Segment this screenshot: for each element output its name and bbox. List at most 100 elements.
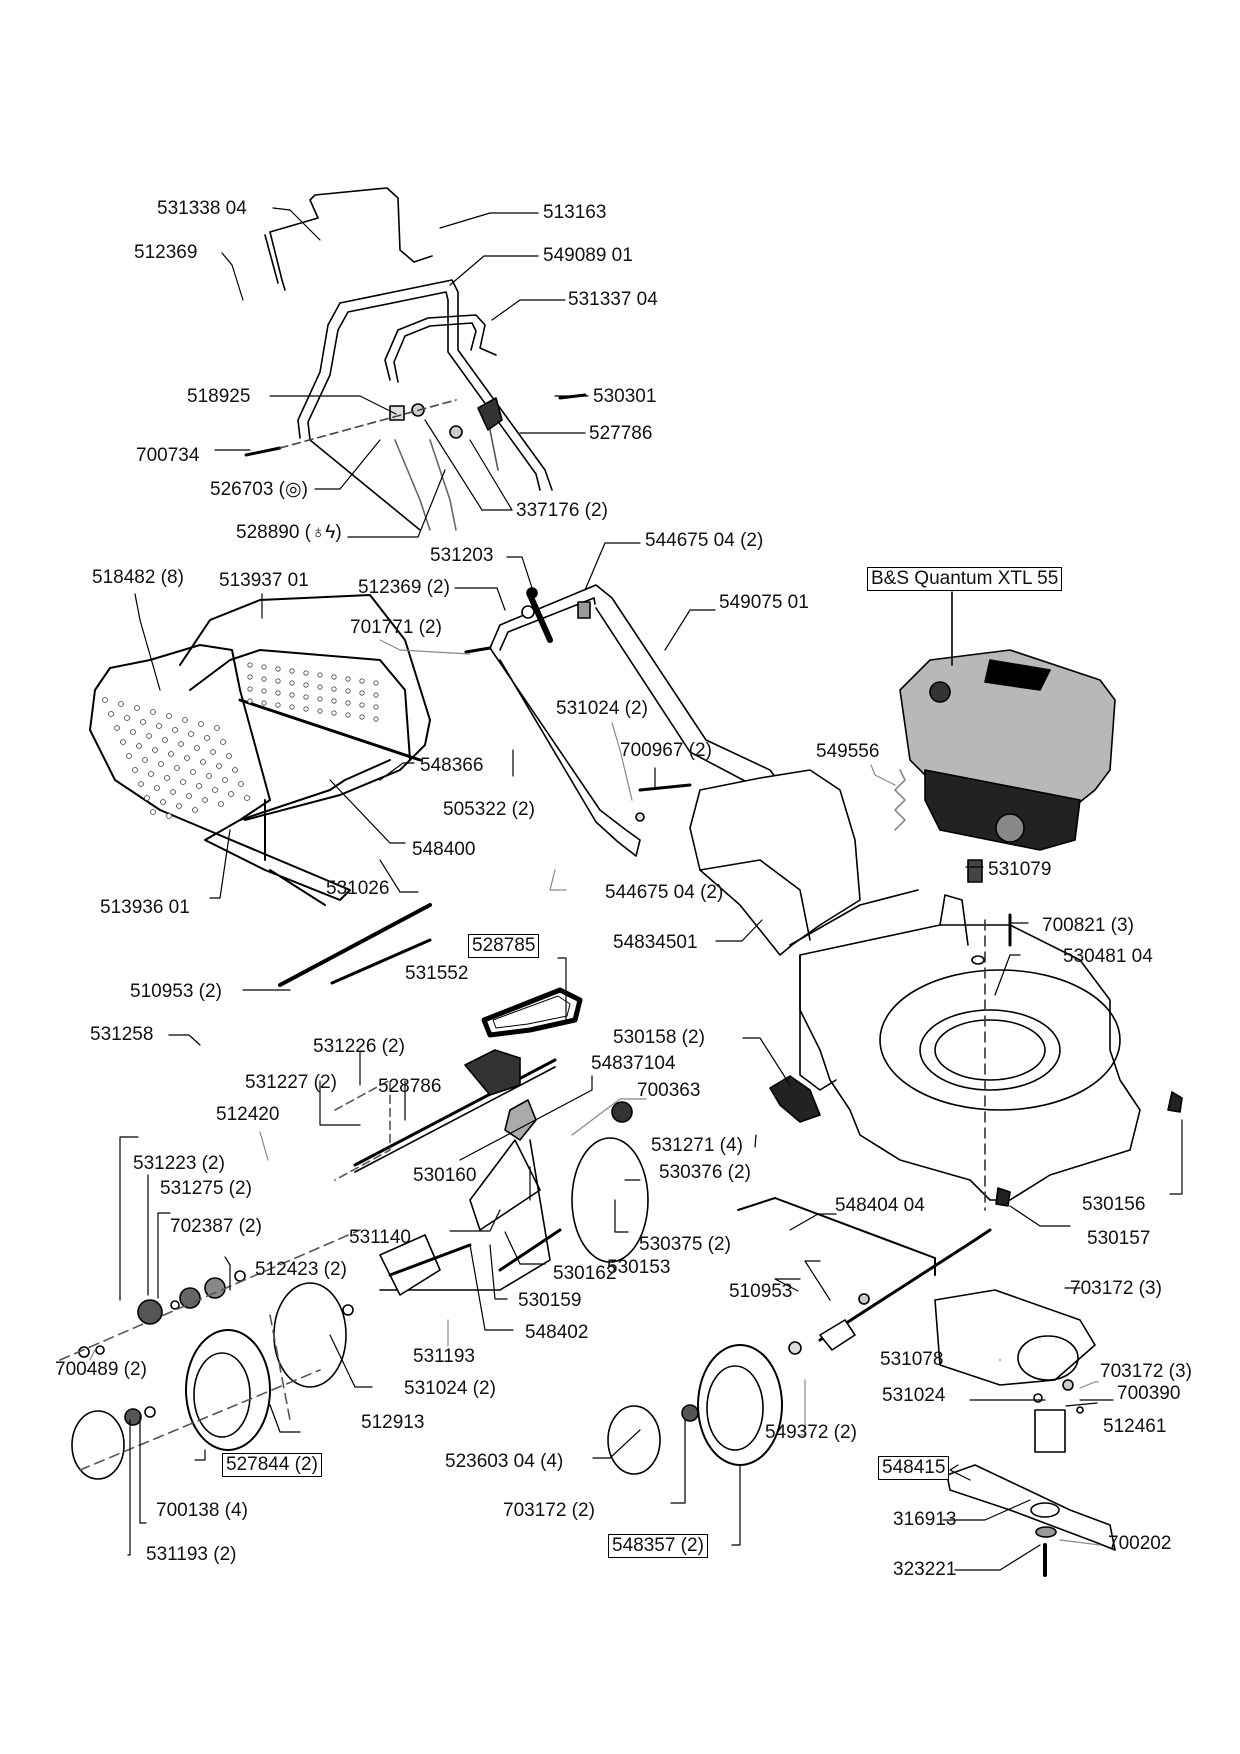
mesh-hole <box>303 706 309 712</box>
mesh-hole <box>150 809 156 815</box>
mesh-hole <box>138 781 144 787</box>
mesh-hole <box>166 813 172 819</box>
part-label: 531193 <box>413 1346 475 1367</box>
mesh-hole <box>126 753 132 759</box>
mesh-hole <box>184 755 190 761</box>
mesh-hole <box>202 797 208 803</box>
mesh-hole <box>158 761 164 767</box>
mesh-hole <box>359 714 365 720</box>
mesh-hole <box>120 739 126 745</box>
mesh-hole <box>331 698 337 704</box>
part-label: 531258 <box>90 1024 154 1045</box>
part-label: 548400 <box>412 839 476 860</box>
part-label: 512369 <box>134 242 198 263</box>
mesh-hole <box>359 678 365 684</box>
mesh-hole <box>114 725 120 731</box>
part-label: 531337 04 <box>568 289 658 310</box>
part-label: 523603 04 (4) <box>445 1451 564 1472</box>
mesh-hole <box>140 719 146 725</box>
part-label: 703172 (3) <box>1070 1278 1162 1299</box>
right-wheel-assembly <box>607 1341 802 1475</box>
mesh-hole <box>166 713 172 719</box>
part-label: 513936 01 <box>100 897 190 918</box>
mesh-hole <box>162 737 168 743</box>
mower-deck <box>799 894 1141 1211</box>
part-label: 531193 (2) <box>146 1544 237 1565</box>
part-label: 528786 <box>378 1076 442 1097</box>
part-label: 530301 <box>593 386 657 407</box>
mesh-hole <box>146 733 152 739</box>
mesh-hole <box>261 664 267 670</box>
engine-label: B&S Quantum XTL 55 <box>867 567 1063 591</box>
mesh-hole <box>216 763 222 769</box>
part-label: 512913 <box>361 1412 425 1433</box>
part-label-boxed: 528785 <box>468 934 540 958</box>
mesh-hole <box>331 710 337 716</box>
mesh-hole <box>212 787 218 793</box>
part-label: 531026 <box>326 878 390 899</box>
part-label: 544675 04 (2) <box>605 882 724 903</box>
mesh-hole <box>317 708 323 714</box>
part-label: 548366 <box>420 755 484 776</box>
part-label: 531140 <box>349 1227 411 1248</box>
part-label: 531227 (2) <box>245 1072 337 1093</box>
part-label: 510953 <box>729 1281 793 1302</box>
mesh-hole <box>194 745 200 751</box>
blade-assembly <box>934 1289 1116 1577</box>
part-label: 530157 <box>1087 1228 1151 1249</box>
height-adjuster <box>737 1197 992 1351</box>
part-label: 531275 (2) <box>160 1178 252 1199</box>
mesh-hole <box>218 801 224 807</box>
leader-lines <box>89 207 1183 1571</box>
mesh-hole <box>172 727 178 733</box>
mesh-hole <box>238 781 244 787</box>
mesh-hole <box>289 692 295 698</box>
part-label: 548404 04 <box>835 1195 925 1216</box>
part-label: 703172 (2) <box>503 1500 595 1521</box>
mesh-hole <box>275 702 281 708</box>
mesh-hole <box>317 696 323 702</box>
handle-549075 <box>464 584 786 857</box>
part-label: 700821 (3) <box>1042 915 1134 936</box>
mesh-hole <box>373 680 379 686</box>
part-label: 526703 (◎) <box>210 479 308 500</box>
part-label: 512420 <box>216 1104 280 1125</box>
clip-530158 <box>769 1075 821 1123</box>
part-label: 531078 <box>880 1349 944 1370</box>
part-label: 549556 <box>816 741 880 762</box>
mesh-hole <box>289 668 295 674</box>
part-label: 701771 (2) <box>350 617 442 638</box>
mesh-hole <box>345 712 351 718</box>
mesh-hole <box>178 741 184 747</box>
part-label: 531203 <box>430 545 494 566</box>
mesh-hole <box>289 704 295 710</box>
mesh-hole <box>148 771 154 777</box>
mesh-hole <box>160 799 166 805</box>
mesh-hole <box>261 688 267 694</box>
mesh-hole <box>275 678 281 684</box>
part-label: 531079 <box>988 859 1052 880</box>
part-label: 700202 <box>1108 1533 1172 1554</box>
part-label: 510953 (2) <box>130 981 222 1002</box>
mesh-hole <box>210 749 216 755</box>
part-label: 702387 (2) <box>170 1216 262 1237</box>
mesh-hole <box>317 672 323 678</box>
part-label-boxed: 527844 (2) <box>222 1453 322 1477</box>
part-label: 700734 <box>136 445 200 466</box>
mesh-hole <box>170 789 176 795</box>
part-label: 544675 04 (2) <box>645 530 764 551</box>
mesh-hole <box>200 759 206 765</box>
part-label: 337176 (2) <box>516 500 608 521</box>
part-label: 549075 01 <box>719 592 809 613</box>
mesh-hole <box>261 700 267 706</box>
part-label: 530158 (2) <box>613 1027 705 1048</box>
part-label: 700390 <box>1117 1383 1181 1404</box>
mesh-hole <box>373 704 379 710</box>
part-label: 518925 <box>187 386 251 407</box>
part-label: 700489 (2) <box>55 1359 147 1380</box>
part-label: 512461 <box>1103 1416 1167 1437</box>
mesh-hole <box>174 765 180 771</box>
mesh-hole <box>228 791 234 797</box>
cable-parts <box>244 393 587 531</box>
